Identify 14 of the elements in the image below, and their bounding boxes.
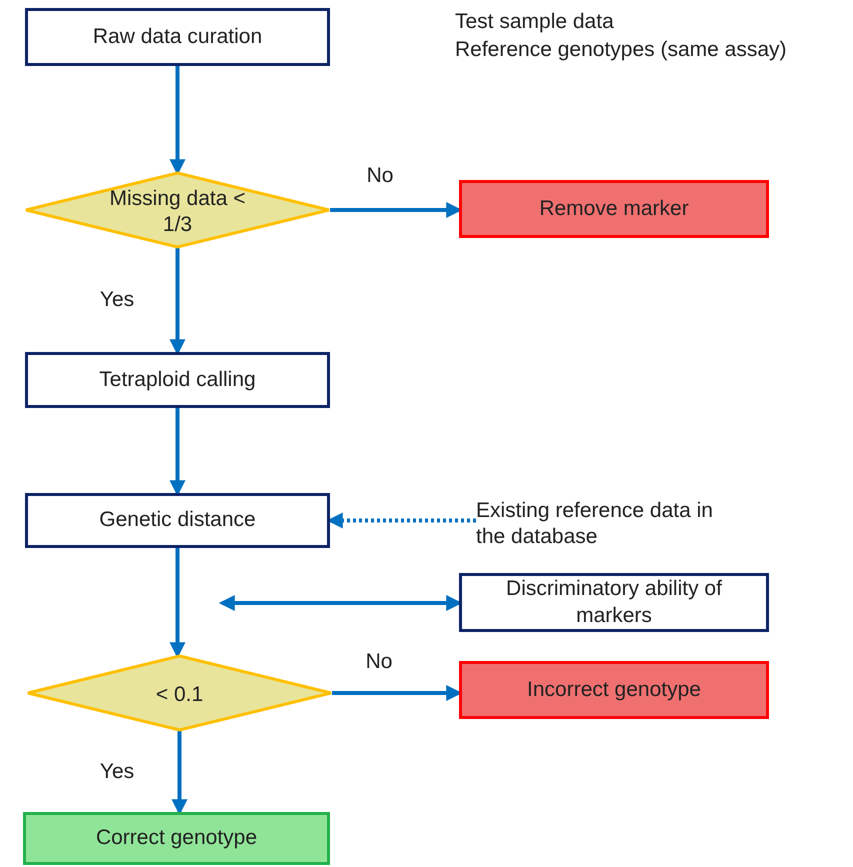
decision-diamond (25, 172, 330, 248)
decision-diamond (27, 655, 332, 731)
process-box: Tetraploid calling (25, 352, 330, 408)
note-text: Existing reference data in the database (476, 495, 746, 553)
note-text: Reference genotypes (same assay) (455, 38, 786, 62)
process-box: Discriminatory ability of markers (459, 573, 769, 632)
process-box: Raw data curation (25, 8, 330, 66)
result-box: Correct genotype (23, 812, 330, 865)
decision-text: Missing data < 1/3 (108, 186, 246, 238)
process-box: Genetic distance (25, 493, 330, 548)
decision-text: < 0.1 (154, 682, 204, 708)
reject-box: Remove marker (459, 180, 769, 238)
note-text: Test sample data (455, 10, 614, 34)
reject-box: Incorrect genotype (459, 661, 769, 719)
